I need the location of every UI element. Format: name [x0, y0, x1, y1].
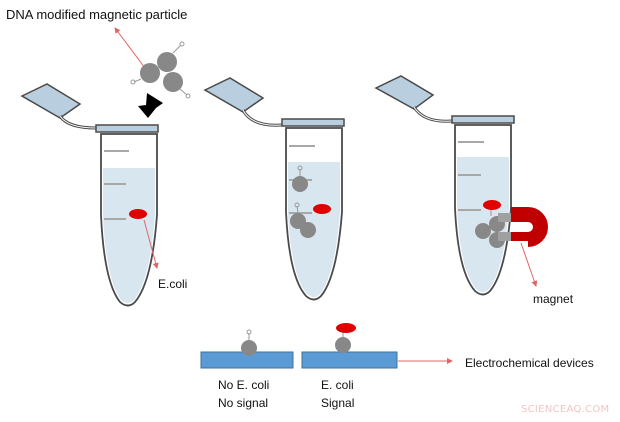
magnetic-particle-icon: [290, 165, 316, 238]
electrode-with-ecoli: [301, 323, 398, 369]
tube-1-lid: [20, 83, 159, 133]
watermark: SCIENCEAQ.COM: [521, 404, 610, 415]
ecoli-pointer-arrow: [143, 219, 159, 269]
tube-1-liquid: [103, 168, 155, 303]
magnet-label: magnet: [533, 292, 574, 306]
no-signal-label: No signal: [218, 396, 269, 410]
no-ecoli-label: No E. coli: [218, 378, 270, 392]
ecoli-icon: [129, 209, 147, 219]
tube-1: [20, 83, 159, 307]
ecoli-icon: [483, 200, 501, 210]
magnetic-particle-icon: [241, 340, 257, 356]
electrode-icon: [301, 351, 398, 369]
electrode-no-ecoli: [200, 329, 294, 369]
magnetic-particle-icon: [335, 337, 351, 353]
magnet-icon: [498, 207, 548, 247]
ecoli-icon: [313, 204, 331, 214]
add-particles-arrow-icon: [138, 93, 163, 118]
particle-pointer-arrow: [114, 27, 146, 69]
electrochemical-devices-label: Electrochemical devices: [465, 356, 594, 370]
particle-label: DNA modified magnetic particle: [6, 7, 188, 22]
magnetic-particle-icon: [114, 27, 191, 99]
tube-2-lid: [203, 77, 345, 127]
signal-label: Signal: [321, 396, 355, 410]
ecoli-signal-label: E. coli: [321, 378, 354, 392]
tube-3-lid: [374, 75, 515, 124]
tube-2: [203, 77, 345, 301]
tube-3: [374, 75, 515, 296]
tube-3-body: [454, 124, 512, 296]
ecoli-icon: [336, 323, 356, 333]
ecoli-label: E.coli: [158, 277, 188, 291]
tube-2-body: [285, 127, 343, 301]
magnet-pointer-arrow: [520, 242, 538, 287]
